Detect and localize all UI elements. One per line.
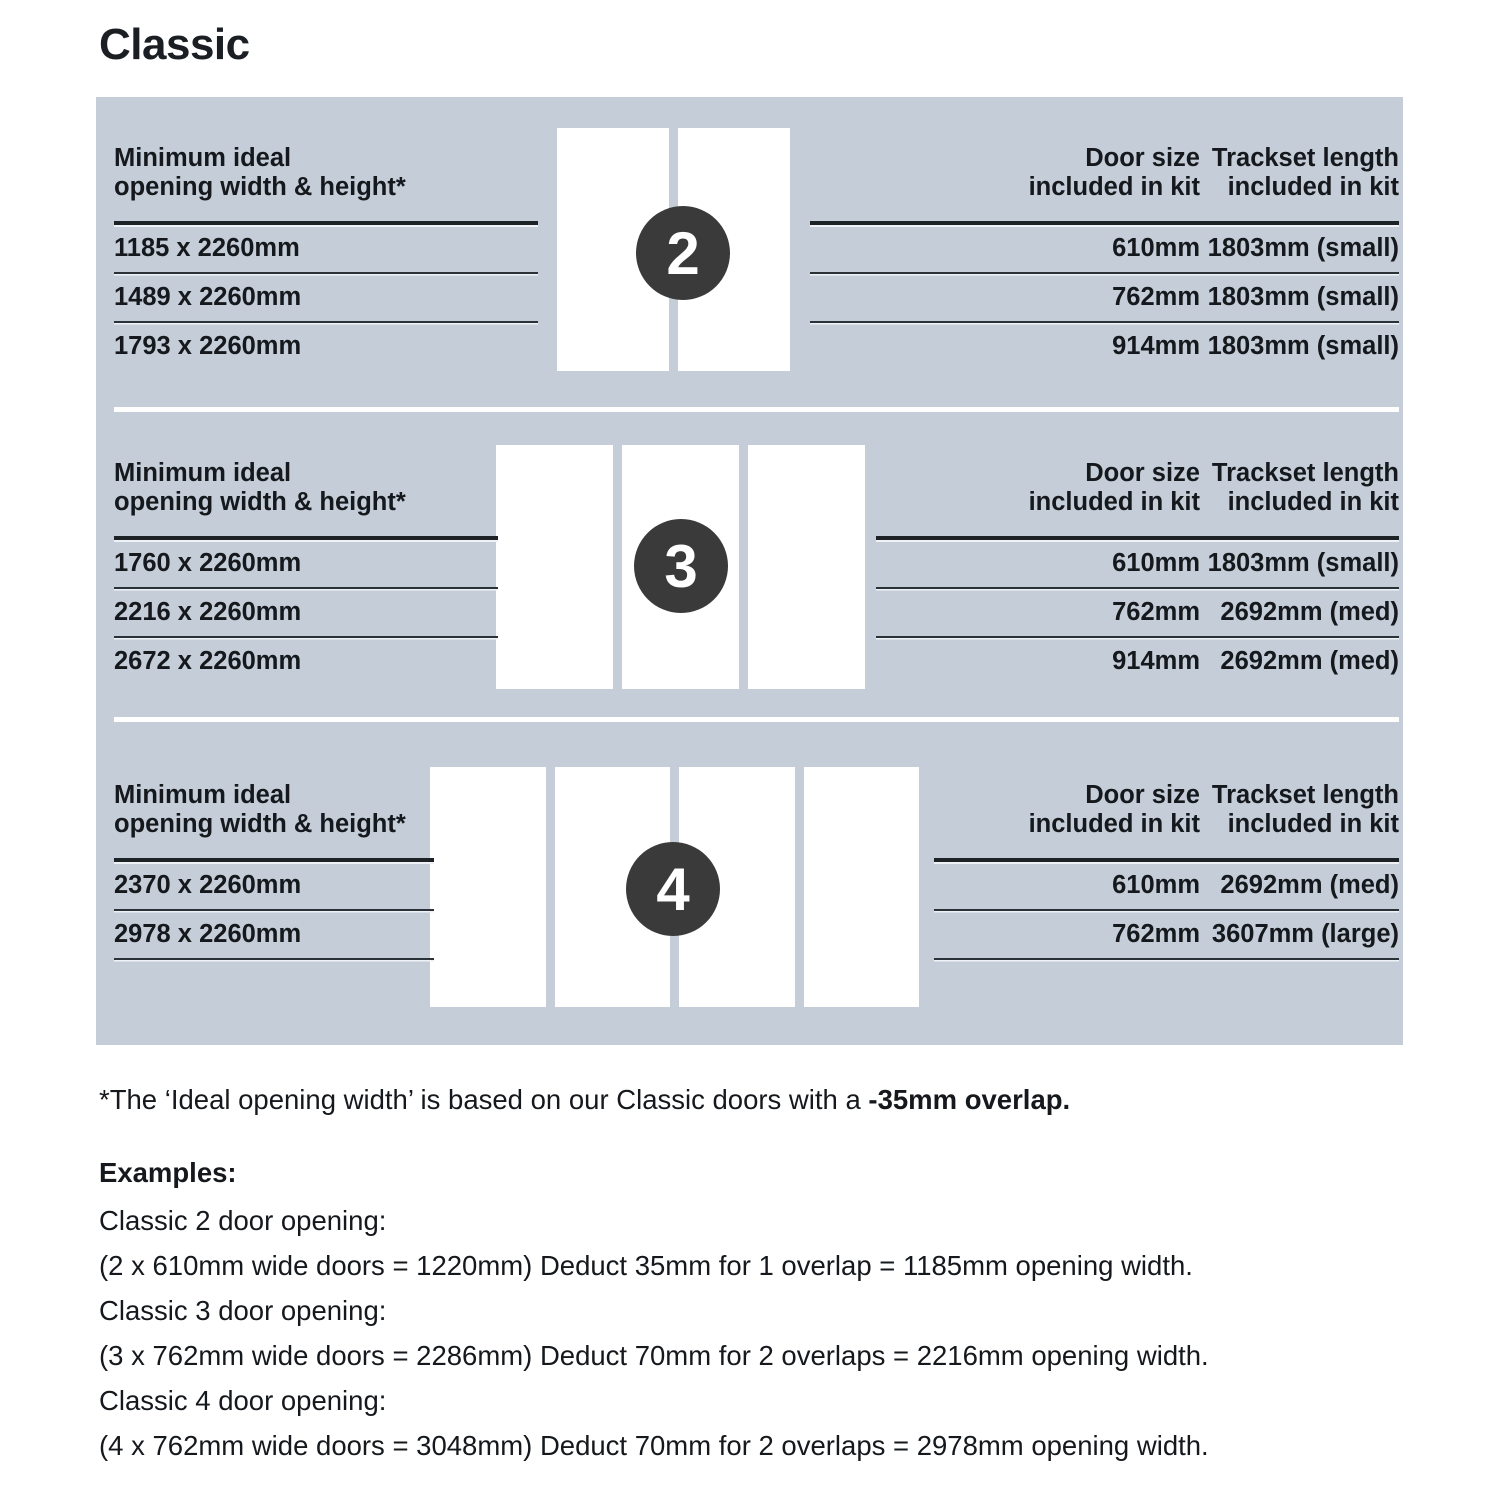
table-cell-opening: 2978 x 2260mm xyxy=(114,919,302,948)
row-rule xyxy=(1200,587,1399,589)
spec-table-card: 2 Minimum ideal opening width & height* … xyxy=(96,97,1403,1045)
door-count-badge-2: 2 xyxy=(636,206,730,300)
example-line: (3 x 762mm wide doors = 2286mm) Deduct 7… xyxy=(99,1340,1209,1371)
column-rule xyxy=(810,221,1200,225)
door-size-column-3: Door size included in kit 610mm 762mm 91… xyxy=(876,459,1200,685)
row-rule xyxy=(1200,958,1399,960)
example-line: (2 x 610mm wide doors = 1220mm) Deduct 3… xyxy=(99,1250,1193,1281)
table-cell-trackset: 2692mm (med) xyxy=(1220,646,1399,675)
table-cell-door-size: 610mm xyxy=(1112,233,1200,262)
row-rule xyxy=(114,272,538,274)
example-line: Classic 3 door opening: xyxy=(99,1295,387,1326)
door-diagram-4 xyxy=(430,767,919,1007)
opening-column-header: Minimum ideal opening width & height* xyxy=(114,459,406,516)
table-cell-door-size: 762mm xyxy=(1112,597,1200,626)
column-rule xyxy=(1200,536,1399,540)
table-cell-trackset: 1803mm (small) xyxy=(1207,548,1399,577)
row-rule xyxy=(114,909,434,911)
table-cell-door-size: 762mm xyxy=(1112,919,1200,948)
table-cell-trackset: 2692mm (med) xyxy=(1220,870,1399,899)
row-rule xyxy=(114,321,538,323)
table-cell-opening: 1793 x 2260mm xyxy=(114,331,302,360)
door-count-badge-4: 4 xyxy=(626,842,720,936)
table-cell-opening: 1489 x 2260mm xyxy=(114,282,302,311)
row-rule xyxy=(1200,909,1399,911)
table-cell-door-size: 914mm xyxy=(1112,646,1200,675)
table-cell-opening: 2216 x 2260mm xyxy=(114,597,302,626)
example-line: Classic 4 door opening: xyxy=(99,1385,387,1416)
table-cell-trackset: 1803mm (small) xyxy=(1207,282,1399,311)
column-rule xyxy=(1200,858,1399,862)
row-rule xyxy=(934,909,1200,911)
table-cell-opening: 2672 x 2260mm xyxy=(114,646,302,675)
footnote-text: *The ‘Ideal opening width’ is based on o… xyxy=(99,1084,869,1115)
door-count-label: 4 xyxy=(656,855,690,923)
trackset-column-header: Trackset length included in kit xyxy=(1211,781,1399,838)
trackset-column-4: Trackset length included in kit 2692mm (… xyxy=(1200,781,1399,960)
row-rule xyxy=(114,958,434,960)
column-rule xyxy=(934,858,1200,862)
table-cell-trackset: 1803mm (small) xyxy=(1207,331,1399,360)
column-rule xyxy=(1200,221,1399,225)
door-count-badge-3: 3 xyxy=(634,519,728,613)
opening-column-header: Minimum ideal opening width & height* xyxy=(114,144,406,201)
door-panel xyxy=(496,445,613,689)
panel-divider xyxy=(114,717,1399,722)
page-title: Classic xyxy=(99,20,250,69)
row-rule xyxy=(810,272,1200,274)
footnote-bold-text: -35mm overlap. xyxy=(868,1084,1071,1115)
panel-divider xyxy=(114,407,1399,412)
row-rule xyxy=(876,587,1200,589)
door-panel xyxy=(803,767,919,1007)
example-line: (4 x 762mm wide doors = 3048mm) Deduct 7… xyxy=(99,1430,1209,1461)
opening-column-2: Minimum ideal opening width & height* 11… xyxy=(114,144,538,370)
row-rule xyxy=(1200,321,1399,323)
row-rule xyxy=(1200,636,1399,638)
table-cell-opening: 1185 x 2260mm xyxy=(114,233,300,262)
door-size-column-2: Door size included in kit 610mm 762mm 91… xyxy=(810,144,1200,370)
door-panel xyxy=(430,767,546,1007)
door-size-column-header: Door size included in kit xyxy=(1028,144,1200,201)
door-size-column-header: Door size included in kit xyxy=(1028,459,1200,516)
door-count-label: 3 xyxy=(664,532,698,600)
table-cell-opening: 1760 x 2260mm xyxy=(114,548,302,577)
column-rule xyxy=(876,536,1200,540)
row-rule xyxy=(934,958,1200,960)
opening-column-3: Minimum ideal opening width & height* 17… xyxy=(114,459,498,685)
table-cell-opening: 2370 x 2260mm xyxy=(114,870,302,899)
opening-column-4: Minimum ideal opening width & height* 23… xyxy=(114,781,434,960)
table-cell-door-size: 610mm xyxy=(1112,870,1200,899)
table-cell-door-size: 914mm xyxy=(1112,331,1200,360)
examples-heading: Examples: xyxy=(99,1157,237,1188)
row-rule xyxy=(876,636,1200,638)
example-line: Classic 2 door opening: xyxy=(99,1205,387,1236)
column-rule xyxy=(114,536,498,540)
table-cell-trackset: 3607mm (large) xyxy=(1211,919,1399,948)
column-rule xyxy=(114,858,434,862)
door-size-column-header: Door size included in kit xyxy=(1028,781,1200,838)
column-rule xyxy=(114,221,538,225)
table-cell-door-size: 610mm xyxy=(1112,548,1200,577)
door-panel xyxy=(748,445,865,689)
row-rule xyxy=(1200,272,1399,274)
table-cell-trackset: 1803mm (small) xyxy=(1207,233,1399,262)
row-rule xyxy=(114,636,498,638)
trackset-column-2: Trackset length included in kit 1803mm (… xyxy=(1200,144,1399,370)
trackset-column-3: Trackset length included in kit 1803mm (… xyxy=(1200,459,1399,685)
opening-column-header: Minimum ideal opening width & height* xyxy=(114,781,406,838)
trackset-column-header: Trackset length included in kit xyxy=(1211,459,1399,516)
door-size-column-4: Door size included in kit 610mm 762mm xyxy=(934,781,1200,960)
table-cell-trackset: 2692mm (med) xyxy=(1220,597,1399,626)
table-cell-door-size: 762mm xyxy=(1112,282,1200,311)
overlap-footnote: *The ‘Ideal opening width’ is based on o… xyxy=(99,1083,1070,1117)
row-rule xyxy=(114,587,498,589)
door-count-label: 2 xyxy=(666,219,700,287)
row-rule xyxy=(810,321,1200,323)
trackset-column-header: Trackset length included in kit xyxy=(1211,144,1399,201)
